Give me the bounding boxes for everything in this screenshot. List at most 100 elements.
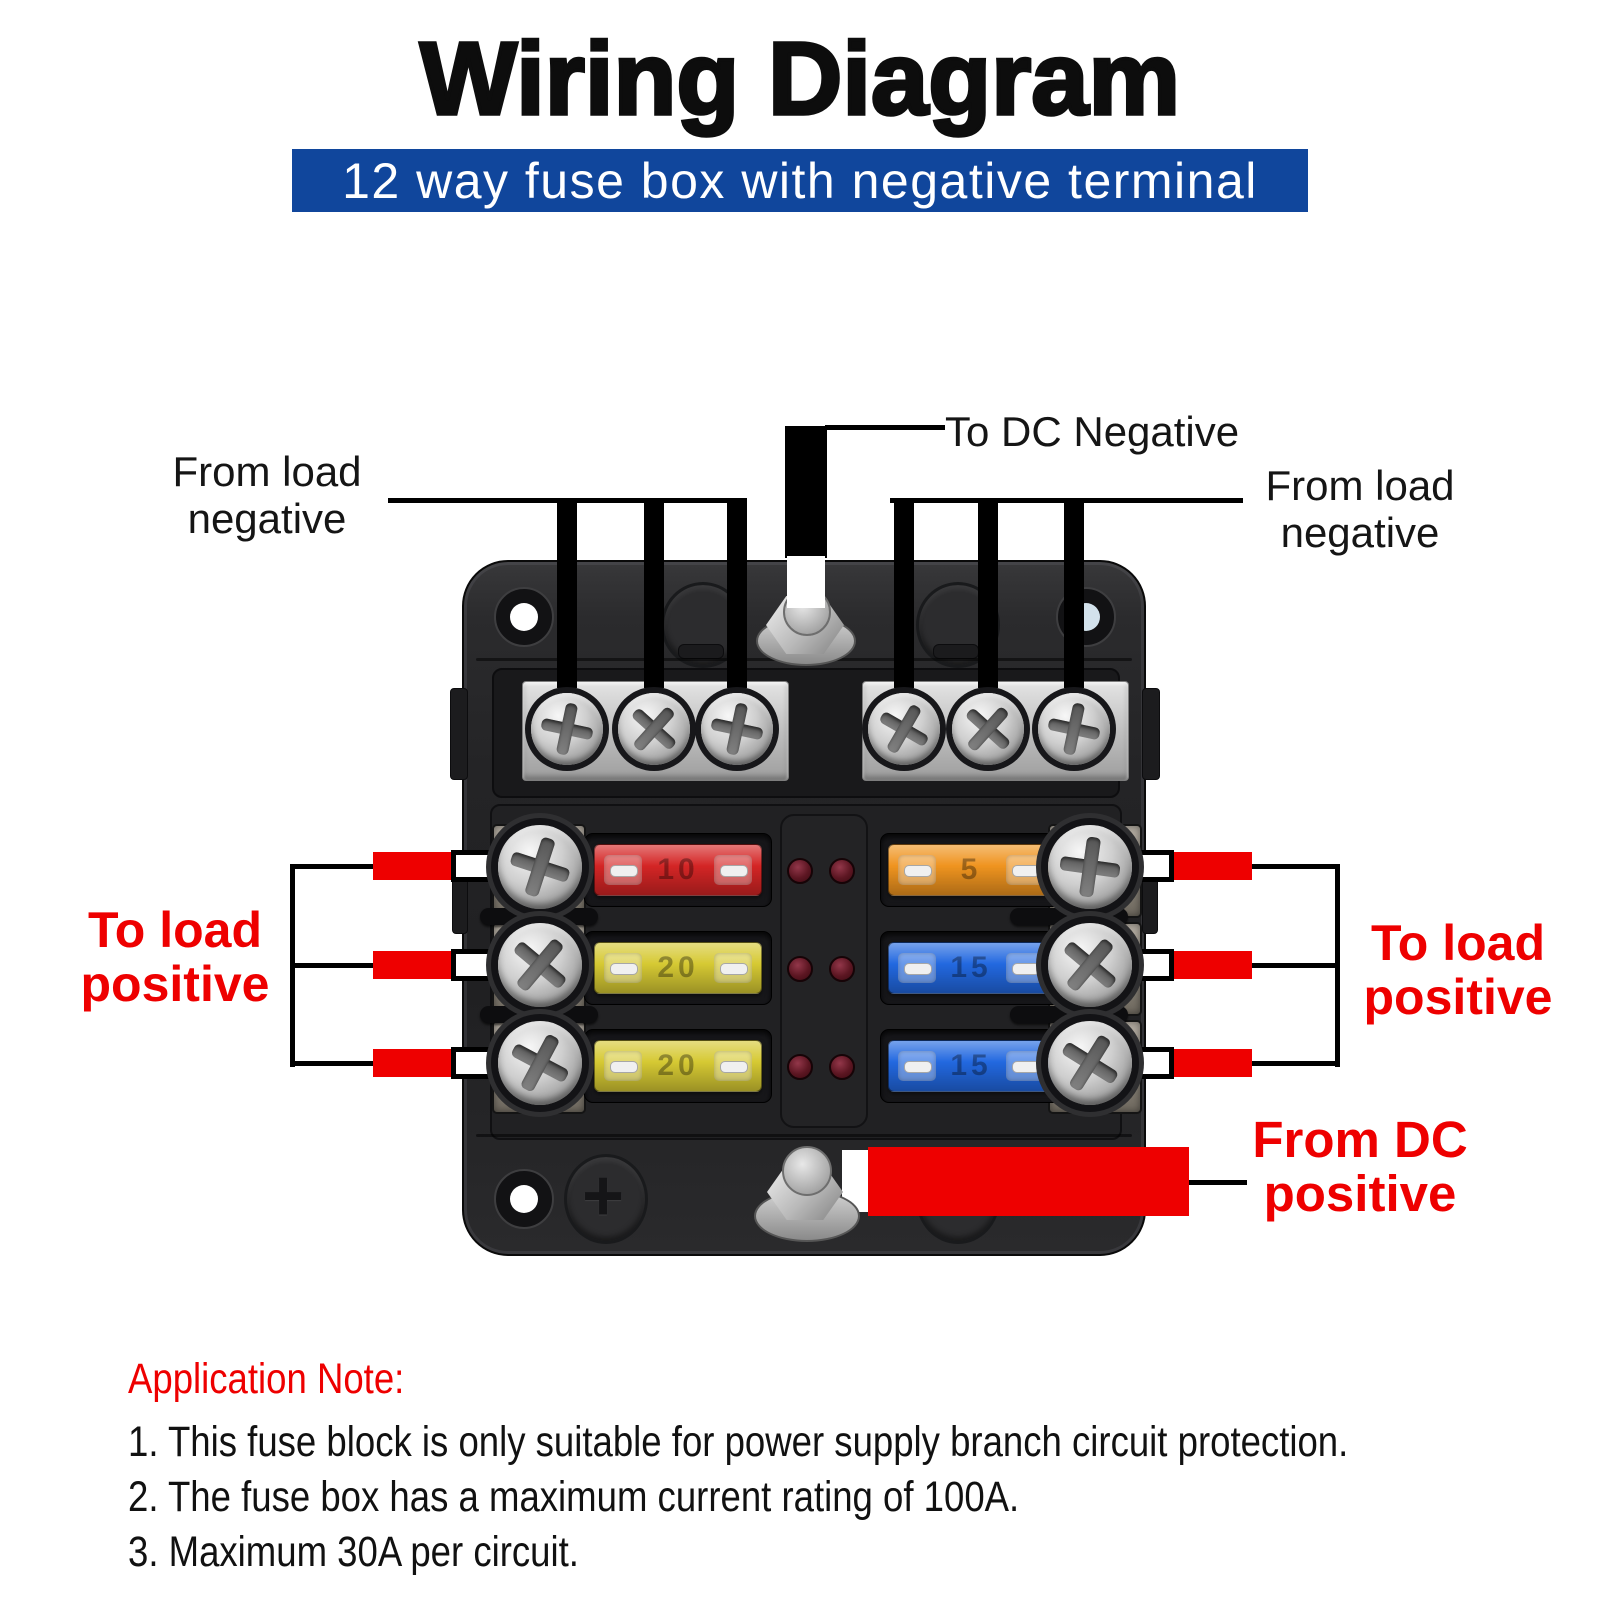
line-from-dc-positive xyxy=(1189,1180,1247,1185)
cover-slot-icon xyxy=(933,644,979,659)
fuse-metal-slot xyxy=(720,865,748,877)
wire-red-positive-right-2 xyxy=(1172,951,1252,979)
case-tab-right xyxy=(1142,688,1160,780)
line-from-load-negative-right xyxy=(890,498,1243,503)
fuse-metal-slot xyxy=(610,963,638,975)
label-line: From load xyxy=(172,448,362,495)
fuse-window xyxy=(604,1051,642,1081)
line-to-load-positive-right-1 xyxy=(1250,864,1340,869)
negative-terminal-stud xyxy=(756,588,856,668)
wire-dc-positive xyxy=(868,1147,1189,1216)
blown-fuse-led xyxy=(829,858,855,884)
fuse-amp-label: 15 xyxy=(950,951,992,984)
wire-load-negative-4 xyxy=(894,498,914,690)
fuse-metal-slot xyxy=(1012,865,1040,877)
fuse-red-10a: 10 xyxy=(594,844,762,896)
fuse-window xyxy=(714,1051,752,1081)
bus-screw xyxy=(868,693,940,765)
fuse-amp-label: 15 xyxy=(950,1049,992,1082)
mount-hole-top-left xyxy=(494,587,554,647)
fuse-metal-slot xyxy=(610,865,638,877)
bus-screw xyxy=(952,693,1024,765)
bus-screw xyxy=(531,693,603,765)
terminal-screw xyxy=(498,825,582,909)
line-to-dc-negative xyxy=(825,425,945,430)
blown-fuse-led xyxy=(787,956,813,982)
fuse-window xyxy=(1006,855,1044,885)
case-seam xyxy=(476,1134,1132,1137)
line-to-load-positive-left-1 xyxy=(290,864,375,869)
label-from-load-negative-right: From load negative xyxy=(1210,462,1510,556)
page-title: Wiring Diagram xyxy=(418,20,1182,137)
mount-hole-center xyxy=(510,1185,538,1213)
plus-icon: + xyxy=(581,1156,625,1236)
subtitle-text: 12 way fuse box with negative terminal xyxy=(342,152,1258,209)
label-line: To load xyxy=(87,902,263,958)
positive-terminal-stud xyxy=(754,1146,860,1242)
terminal-screw xyxy=(498,923,582,1007)
wire-load-negative-6 xyxy=(1064,498,1084,690)
label-line: positive xyxy=(1263,1165,1457,1222)
label-line: To load xyxy=(1370,915,1546,971)
line-to-load-positive-left-3 xyxy=(290,1061,375,1066)
label-from-load-negative-left: From load negative xyxy=(117,448,417,542)
fuse-blue-15a: 15 xyxy=(888,942,1054,994)
wire-red-positive-right-3 xyxy=(1172,1049,1252,1077)
blown-fuse-led xyxy=(829,956,855,982)
fuse-metal-slot xyxy=(904,963,932,975)
blown-fuse-led xyxy=(829,1054,855,1080)
label-line: negative xyxy=(1280,509,1440,556)
label-line: negative xyxy=(187,495,347,542)
blown-fuse-led xyxy=(787,1054,813,1080)
fuse-window xyxy=(898,1051,936,1081)
label-from-dc-positive: From DC positive xyxy=(1210,1113,1510,1221)
bus-screw xyxy=(1038,693,1110,765)
fuse-window xyxy=(898,953,936,983)
line-to-load-positive-left-2 xyxy=(290,963,375,968)
wire-dc-negative-tip xyxy=(787,556,825,608)
wire-load-negative-3 xyxy=(727,498,747,690)
fuse-window xyxy=(714,953,752,983)
case-tab-left xyxy=(450,688,468,780)
wire-dc-negative xyxy=(785,426,827,558)
fuse-metal-slot xyxy=(720,963,748,975)
fuse-amp-label: 20 xyxy=(657,1049,699,1082)
terminal-screw xyxy=(1048,825,1132,909)
bus-screw xyxy=(618,693,690,765)
bus-screw xyxy=(701,693,773,765)
fuse-metal-slot xyxy=(904,865,932,877)
fuse-amp-label: 10 xyxy=(657,853,699,886)
line-to-load-positive-right-2 xyxy=(1250,963,1340,968)
label-line: From DC xyxy=(1252,1111,1468,1168)
application-note-item: 2. The fuse box has a maximum current ra… xyxy=(128,1473,1020,1521)
terminal-screw xyxy=(498,1021,582,1105)
fuse-yellow-20a: 20 xyxy=(594,942,762,994)
label-to-load-positive-left: To load positive xyxy=(25,903,325,1011)
label-line: positive xyxy=(1363,969,1553,1025)
fuse-blue-15a: 15 xyxy=(888,1040,1054,1092)
application-note-item: 3. Maximum 30A per circuit. xyxy=(128,1528,579,1576)
fuse-window xyxy=(604,953,642,983)
fuse-amp-label: 5 xyxy=(960,853,982,886)
fuse-orange-5a: 5 xyxy=(888,844,1054,896)
label-to-dc-negative: To DC Negative xyxy=(945,408,1240,455)
fuse-metal-slot xyxy=(610,1061,638,1073)
fuse-window xyxy=(898,855,936,885)
terminal-screw xyxy=(1048,923,1132,1007)
fuse-window xyxy=(604,855,642,885)
wire-red-positive-left-1 xyxy=(373,852,453,880)
phillips-cross-icon xyxy=(1031,686,1116,771)
wire-load-negative-1 xyxy=(557,498,577,690)
blown-fuse-led xyxy=(787,858,813,884)
stud-post xyxy=(782,1146,832,1196)
phillips-cross-icon xyxy=(1043,820,1138,915)
fuse-box: 10 5 20 15 20 xyxy=(450,560,1160,1256)
positive-cover-cap xyxy=(564,1154,648,1244)
fuse-window xyxy=(714,855,752,885)
fuse-metal-slot xyxy=(720,1061,748,1073)
label-line: positive xyxy=(80,956,270,1012)
fuse-metal-slot xyxy=(904,1061,932,1073)
application-note: Application Note: 1. This fuse block is … xyxy=(128,1352,1573,1580)
subtitle-banner: 12 way fuse box with negative terminal xyxy=(292,149,1308,212)
phillips-cross-icon xyxy=(524,686,609,771)
